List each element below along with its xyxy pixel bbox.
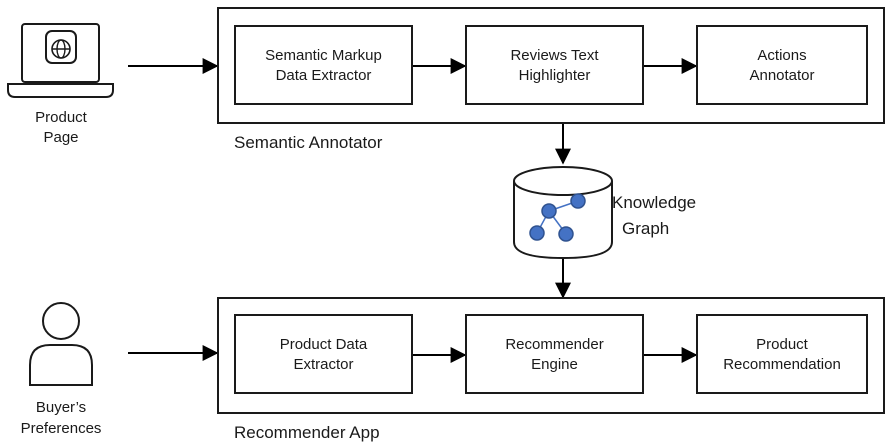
semantic-markup-extractor-box: Semantic Markup Data Extractor xyxy=(234,25,413,105)
product-page-label-line-2: Page xyxy=(43,129,78,146)
person-icon xyxy=(29,302,93,386)
product-recommendation-box: Product Recommendation xyxy=(696,314,868,394)
knowledge-graph-label-line-1: Knowledge xyxy=(612,193,696,212)
actions-annotator-line-2: Annotator xyxy=(749,67,814,84)
recommender-app-frame xyxy=(217,297,885,414)
semantic-annotator-caption: Semantic Annotator xyxy=(234,133,383,152)
recommender-app-group: Product Data Extractor Recommender Engin… xyxy=(217,297,885,414)
recommender-app-caption: Recommender App xyxy=(234,423,380,442)
product-data-extractor-line-1: Product Data xyxy=(280,336,368,353)
database-graph-icon xyxy=(513,166,613,260)
semantic-annotator-group: Semantic Markup Data Extractor Reviews T… xyxy=(217,7,885,124)
laptop-globe-icon xyxy=(7,23,114,98)
buyer-source: Buyer’s Preferences xyxy=(21,302,102,437)
product-data-extractor-line-2: Extractor xyxy=(293,356,353,373)
buyer-label-line-1: Buyer’s xyxy=(36,399,86,416)
actions-annotator-box: Actions Annotator xyxy=(696,25,868,105)
semantic-annotator-frame xyxy=(217,7,885,124)
knowledge-graph-label-line-2: Graph xyxy=(622,219,669,238)
product-data-extractor-box: Product Data Extractor xyxy=(234,314,413,394)
actions-annotator-line-1: Actions xyxy=(757,47,806,64)
reviews-text-highlighter-line-1: Reviews Text xyxy=(510,47,599,64)
reviews-text-highlighter-line-2: Highlighter xyxy=(519,67,591,84)
recommender-engine-line-2: Engine xyxy=(531,356,578,373)
recommender-engine-box: Recommender Engine xyxy=(465,314,644,394)
recommender-engine-line-1: Recommender xyxy=(505,336,603,353)
product-recommendation-line-2: Recommendation xyxy=(723,356,841,373)
buyer-label-line-2: Preferences xyxy=(21,420,102,437)
product-page-label-line-1: Product xyxy=(35,109,88,126)
knowledge-graph: Knowledge Graph xyxy=(513,166,696,260)
semantic-markup-extractor-line-1: Semantic Markup xyxy=(265,47,382,64)
semantic-markup-extractor-line-2: Data Extractor xyxy=(276,67,372,84)
product-page-source: Product Page xyxy=(7,23,114,146)
reviews-text-highlighter-box: Reviews Text Highlighter xyxy=(465,25,644,105)
product-recommendation-line-1: Product xyxy=(756,336,809,353)
